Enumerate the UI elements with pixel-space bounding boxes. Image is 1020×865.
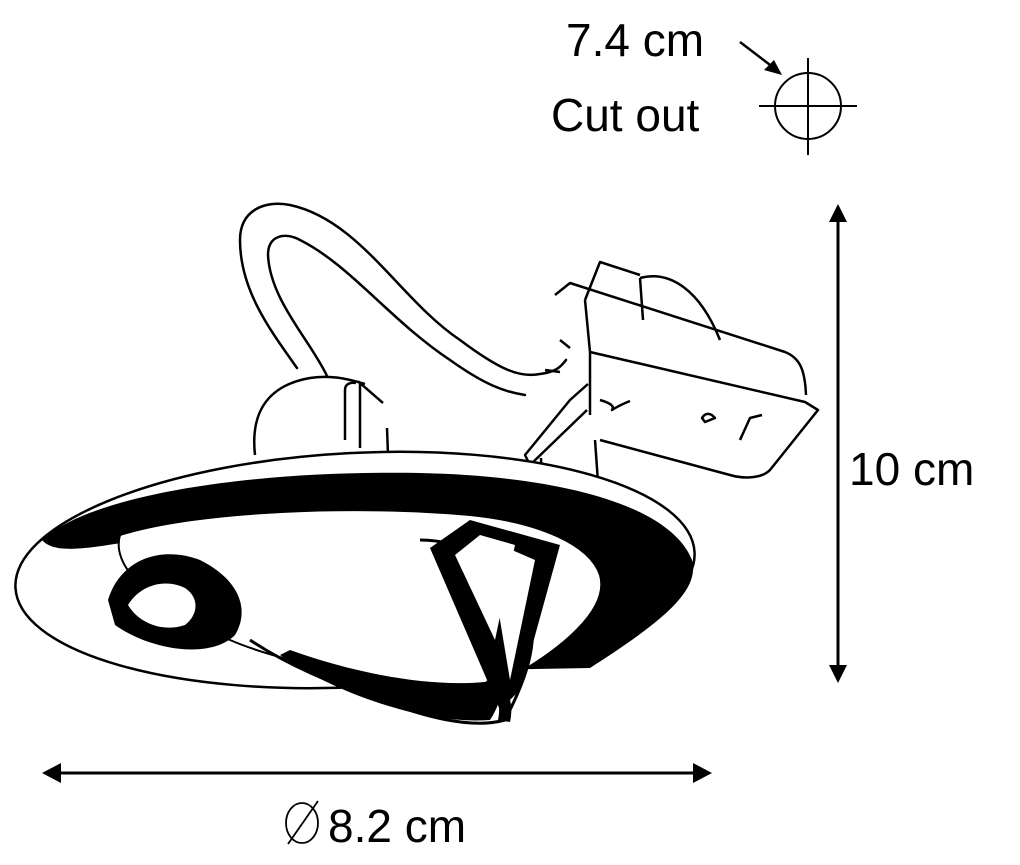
diameter-dimension-arrow xyxy=(42,763,712,783)
lamp-holder xyxy=(253,375,390,456)
diameter-dimension-label: 8.2 cm xyxy=(282,803,466,849)
crosshair-circle-icon xyxy=(759,58,857,155)
height-dimension-label: 10 cm xyxy=(849,443,975,495)
cutout-label: Cut out xyxy=(551,89,700,141)
cutout-arrow xyxy=(739,41,782,75)
diameter-symbol-icon xyxy=(285,800,319,845)
lamp-cup xyxy=(108,520,560,725)
connector-box xyxy=(523,260,820,521)
cutout-dimension-label: 7.4 cm xyxy=(566,14,705,66)
cable xyxy=(238,202,568,397)
trim-ring xyxy=(14,450,696,692)
height-dimension-arrow xyxy=(829,204,847,683)
diameter-value: 8.2 cm xyxy=(328,800,467,852)
